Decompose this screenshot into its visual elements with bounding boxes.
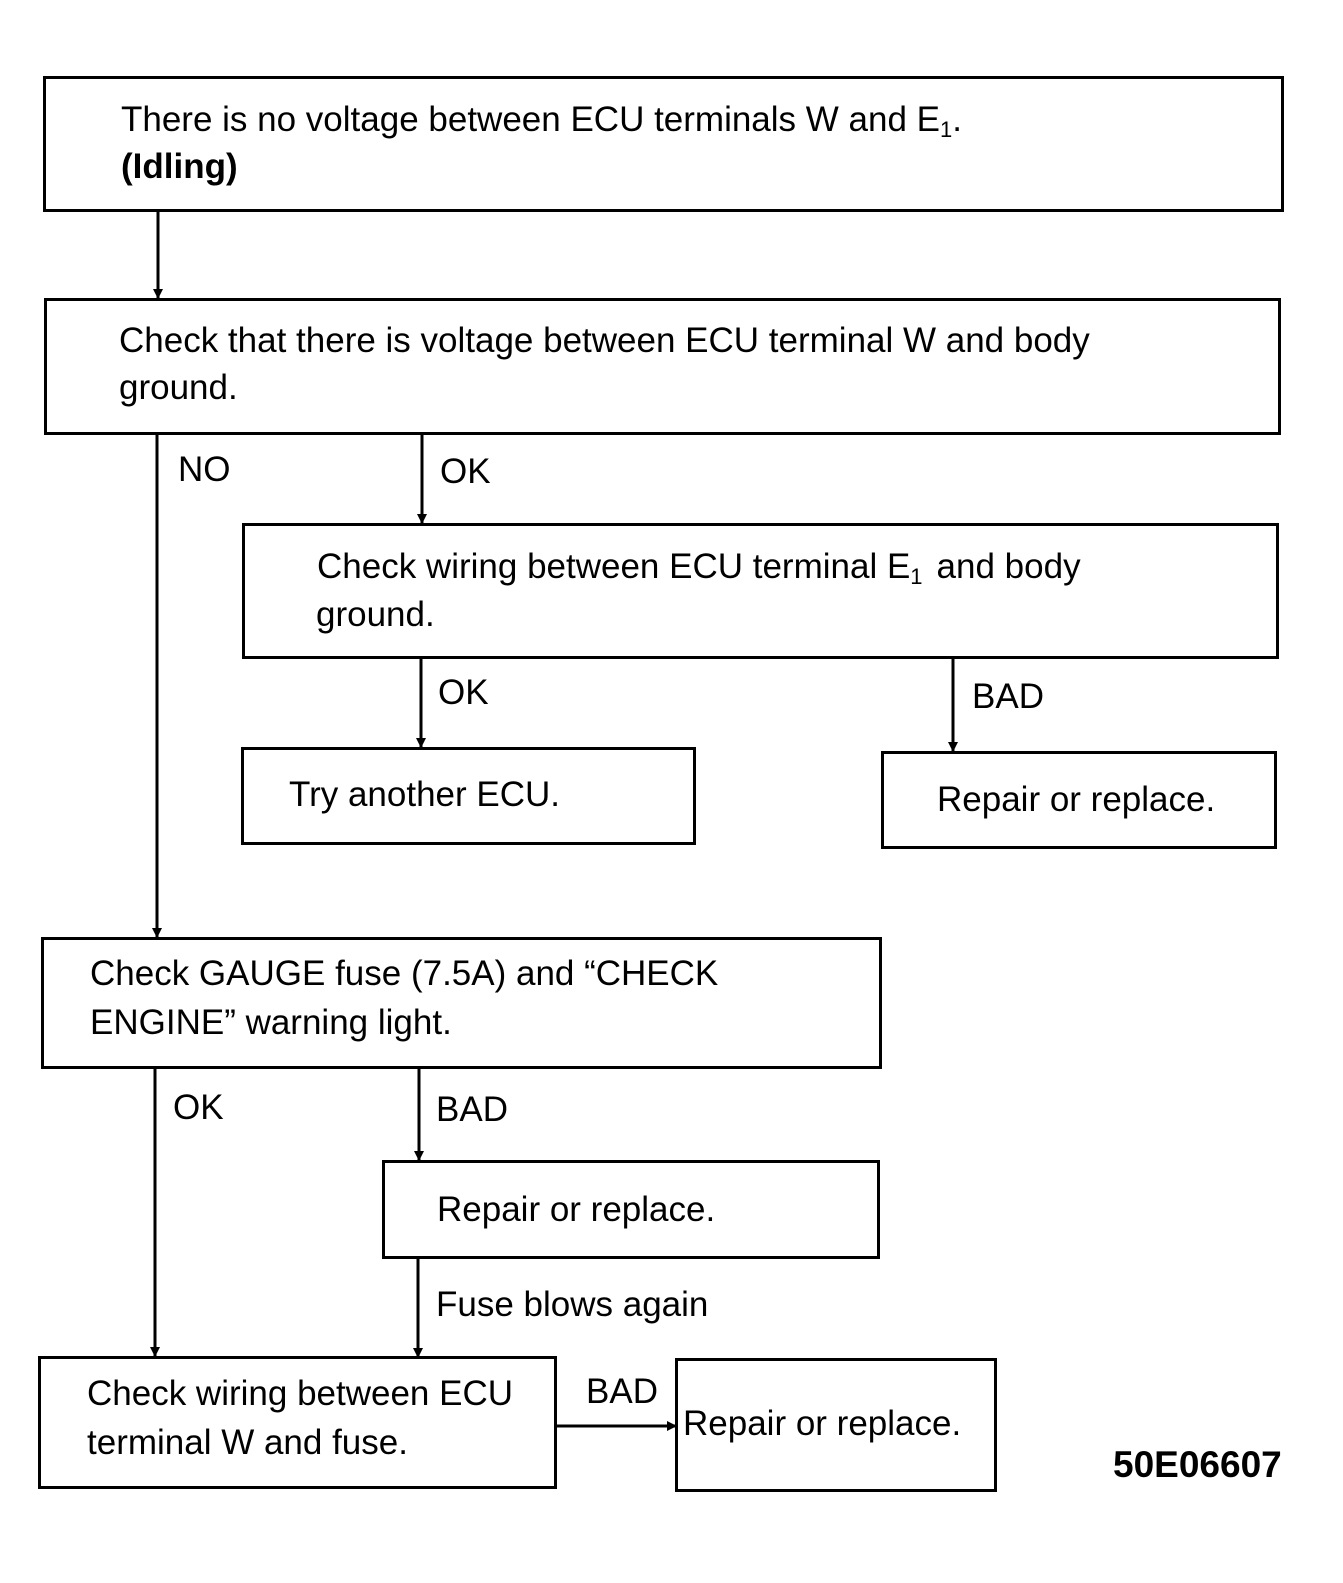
try-another-ecu-text: Try another ECU. (289, 775, 561, 814)
idling-note: (Idling) (121, 147, 238, 186)
box-no-voltage (43, 76, 1284, 212)
repair-3-text: Repair or replace. (683, 1404, 962, 1443)
check-voltage-w-line2: ground. (119, 368, 238, 407)
box-try-another-ecu (241, 747, 696, 845)
check-gauge-fuse-line1: Check GAUGE fuse (7.5A) and “CHECK (90, 954, 719, 993)
label-fuse-blows-again: Fuse blows again (436, 1285, 709, 1324)
box-repair-1 (881, 751, 1277, 849)
figure-code: 50E06607 (1113, 1444, 1282, 1485)
check-wiring-w-fuse-line2: terminal W and fuse. (87, 1423, 408, 1462)
check-wiring-w-fuse-line1: Check wiring between ECU (87, 1374, 514, 1413)
label-bad-1: BAD (972, 677, 1044, 716)
label-no: NO (178, 450, 231, 489)
label-ok-1: OK (440, 452, 491, 491)
no-voltage-text: There is no voltage between ECU terminal… (121, 100, 940, 139)
box-check-gauge-fuse (41, 937, 882, 1069)
check-voltage-w-line1: Check that there is voltage between ECU … (119, 321, 1090, 360)
no-voltage-period: . (952, 100, 962, 139)
e1-subscript: 1 (940, 117, 953, 142)
check-wiring-e1-text-b: and body (936, 547, 1081, 586)
e1-subscript-2: 1 (910, 564, 923, 589)
box-repair-3 (675, 1358, 997, 1492)
repair-2-text: Repair or replace. (437, 1190, 716, 1229)
check-wiring-e1-text-a: Check wiring between ECU terminal E (317, 547, 911, 586)
label-bad-2: BAD (436, 1090, 508, 1129)
box-check-wiring-w-fuse (38, 1356, 557, 1489)
box-check-wiring-e1 (242, 523, 1279, 659)
label-ok-2: OK (438, 673, 489, 712)
label-ok-3: OK (173, 1088, 224, 1127)
box-check-voltage-w (44, 298, 1281, 435)
box-no-voltage-line1: There is no voltage between ECU terminal… (121, 95, 962, 144)
repair-1-text: Repair or replace. (937, 780, 1216, 819)
check-wiring-e1-line1: Check wiring between ECU terminal E1 and … (317, 542, 1081, 591)
label-bad-3: BAD (586, 1372, 658, 1411)
check-wiring-e1-line2: ground. (316, 595, 435, 634)
box-repair-2 (382, 1160, 880, 1259)
check-gauge-fuse-line2: ENGINE” warning light. (90, 1003, 452, 1042)
